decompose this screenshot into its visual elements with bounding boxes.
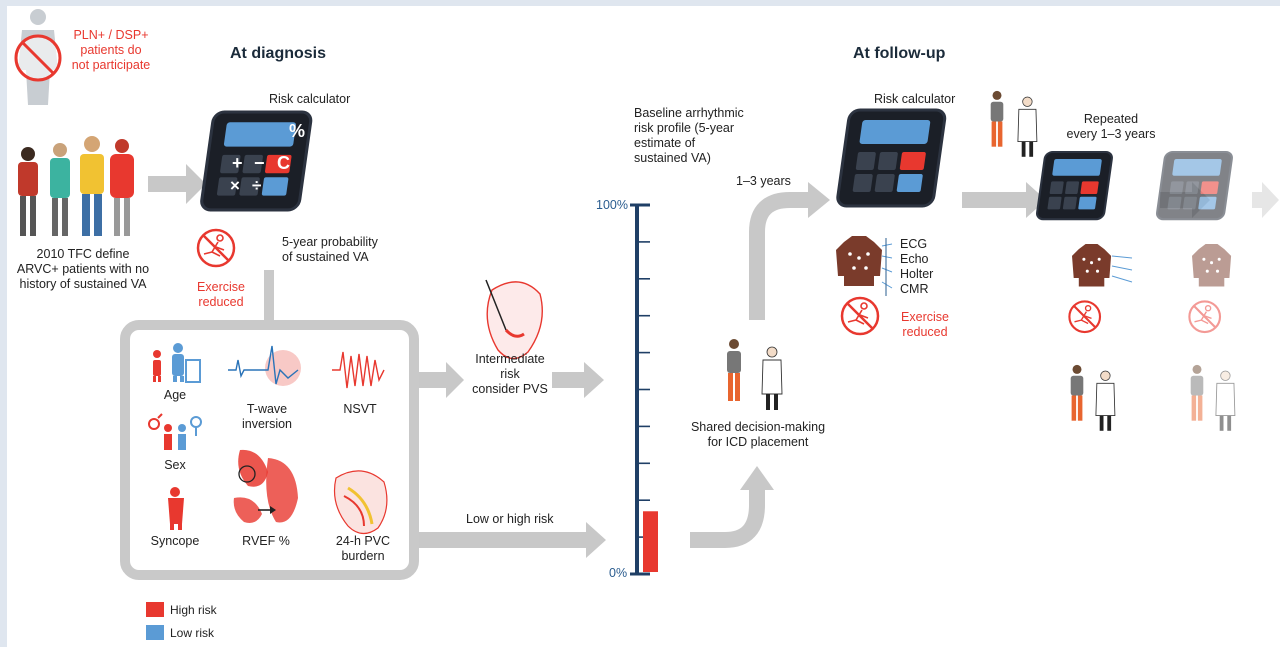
calculator-repeat-faded: [1155, 150, 1234, 221]
arrow-to-intermediate: [418, 362, 464, 398]
heading-followup: At follow-up: [853, 45, 946, 62]
predictor-syncope: Syncope: [150, 534, 200, 548]
legend-high-swatch: [146, 602, 164, 617]
legend-high-label: High risk: [170, 603, 217, 617]
patient-group-icon: [18, 136, 134, 236]
arrow-to-calculator: [148, 164, 206, 204]
heart-pvs-icon: [485, 279, 543, 360]
patient-doctor-icon: [727, 339, 783, 411]
calc-minus-key: −: [254, 153, 265, 173]
patient-doctor-icon-repeat: [1070, 364, 1116, 432]
rvef-icon: [233, 449, 298, 523]
predictor-sex: Sex: [164, 458, 186, 472]
arrow-low-high: [418, 522, 606, 558]
arrow-to-repeated: [962, 182, 1046, 218]
no-exercise-icon: [196, 228, 236, 268]
calc-divide-key: ÷: [252, 176, 262, 195]
heading-diagnosis: At diagnosis: [230, 45, 327, 62]
nsvt-icon: [332, 351, 385, 389]
torso-icon-repeat: [1072, 244, 1112, 287]
arrow-to-shared: [690, 486, 765, 548]
calculator-repeat: [1035, 150, 1114, 221]
calculator-label-followup: Risk calculator: [874, 92, 956, 106]
pvc-heart-icon: [333, 470, 388, 535]
scale-top-label: 100%: [596, 198, 628, 212]
sex-icon: [148, 413, 202, 450]
predictor-box: [120, 320, 419, 580]
patient-doctor-icon-repeat-faded: [1190, 364, 1236, 432]
torso-icon-repeat-faded: [1192, 244, 1232, 287]
arrow-repeat-3: [1252, 182, 1279, 218]
no-exercise-icon-repeat: [1068, 300, 1102, 334]
low-high-risk-label: Low or high risk: [466, 512, 554, 526]
risk-scale: [630, 203, 658, 576]
patient-doctor-icon-followup: [990, 90, 1038, 158]
twave-icon: [228, 345, 301, 386]
nonparticipant-icon: [14, 9, 62, 105]
no-exercise-icon-repeat-faded: [1188, 300, 1222, 334]
scale-bottom-label: 0%: [609, 566, 628, 580]
predictor-age: Age: [163, 388, 187, 402]
no-exercise-icon-followup: [840, 296, 880, 336]
syncope-icon: [168, 487, 184, 530]
calculator-followup: [835, 108, 948, 208]
legend-low-swatch: [146, 625, 164, 640]
calc-plus-key: +: [232, 153, 243, 173]
predictor-rvef: RVEF %: [242, 534, 290, 548]
calc-c-key: C: [277, 153, 290, 173]
predictor-nsvt: NSVT: [343, 402, 377, 416]
arrow-to-followup: [749, 192, 812, 320]
age-icon: [153, 343, 201, 383]
calculator-label-diagnosis: Risk calculator: [269, 92, 351, 106]
torso-tests-icon: [836, 236, 882, 286]
legend-low-label: Low risk: [170, 626, 215, 640]
interval-label: 1–3 years: [736, 174, 791, 188]
calc-times-key: ×: [230, 176, 240, 195]
calc-percent-key: %: [289, 121, 306, 141]
risk-level-bar: [643, 511, 658, 572]
arrow-to-scale-top: [552, 362, 604, 398]
